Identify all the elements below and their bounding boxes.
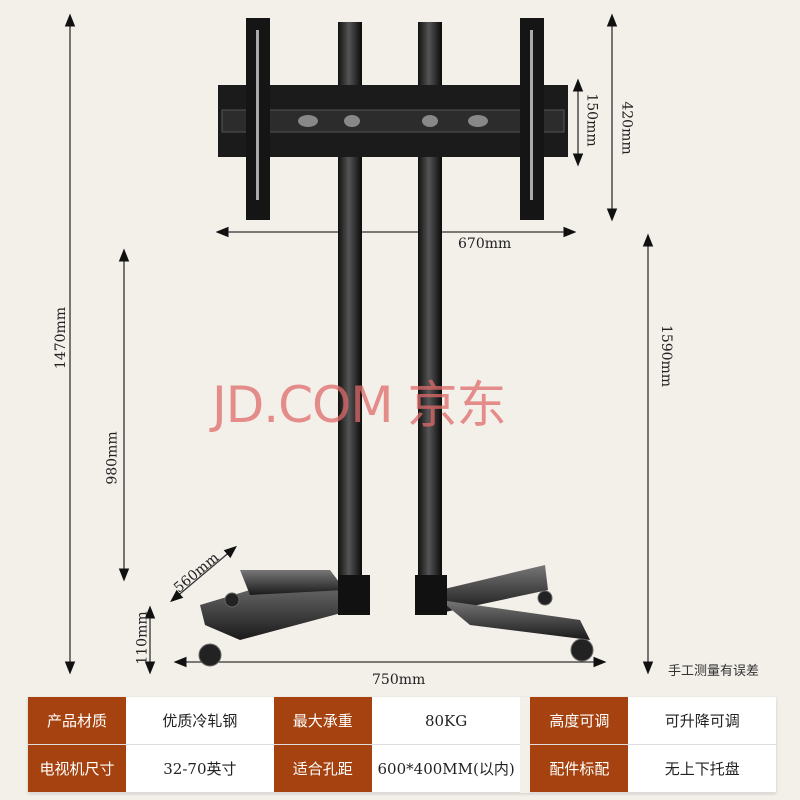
spec-value: 无上下托盘 bbox=[628, 744, 776, 793]
spacer bbox=[520, 697, 531, 745]
dim-pole-height: 980mm bbox=[104, 431, 121, 485]
dim-rail-spacing: 150mm bbox=[583, 93, 600, 147]
dim-wheel-height: 110mm bbox=[134, 611, 151, 665]
dim-base-width: 750mm bbox=[372, 672, 426, 688]
spec-label: 最大承重 bbox=[273, 697, 372, 745]
dim-max-height: 1590mm bbox=[658, 324, 675, 388]
dim-total-height: 1470mm bbox=[53, 306, 70, 370]
dimension-lines bbox=[64, 13, 654, 675]
spec-label: 配件标配 bbox=[530, 744, 629, 793]
spec-label: 高度可调 bbox=[530, 697, 629, 745]
measurement-note: 手工测量有误差 bbox=[668, 664, 760, 679]
dim-bracket-width: 670mm bbox=[458, 236, 512, 252]
spec-table: 产品材质 优质冷轧钢 最大承重 80KG 高度可调 可升降可调 电视机尺寸 32… bbox=[28, 697, 776, 793]
spec-label: 产品材质 bbox=[28, 697, 127, 745]
spec-label: 电视机尺寸 bbox=[28, 744, 127, 793]
spacer bbox=[520, 744, 531, 793]
spec-value: 600*400MM(以内) bbox=[371, 744, 521, 793]
spec-value: 可升降可调 bbox=[628, 697, 776, 745]
spec-value: 80KG bbox=[371, 697, 521, 745]
watermark: JD.COM 京东 bbox=[212, 376, 506, 434]
table-row: 产品材质 优质冷轧钢 最大承重 80KG 高度可调 可升降可调 bbox=[28, 697, 776, 745]
table-row: 电视机尺寸 32-70英寸 适合孔距 600*400MM(以内) 配件标配 无上… bbox=[28, 744, 776, 793]
dim-bracket-height: 420mm bbox=[618, 101, 635, 155]
spec-value: 优质冷轧钢 bbox=[126, 697, 274, 745]
spec-value: 32-70英寸 bbox=[126, 744, 274, 793]
spec-label: 适合孔距 bbox=[273, 744, 372, 793]
